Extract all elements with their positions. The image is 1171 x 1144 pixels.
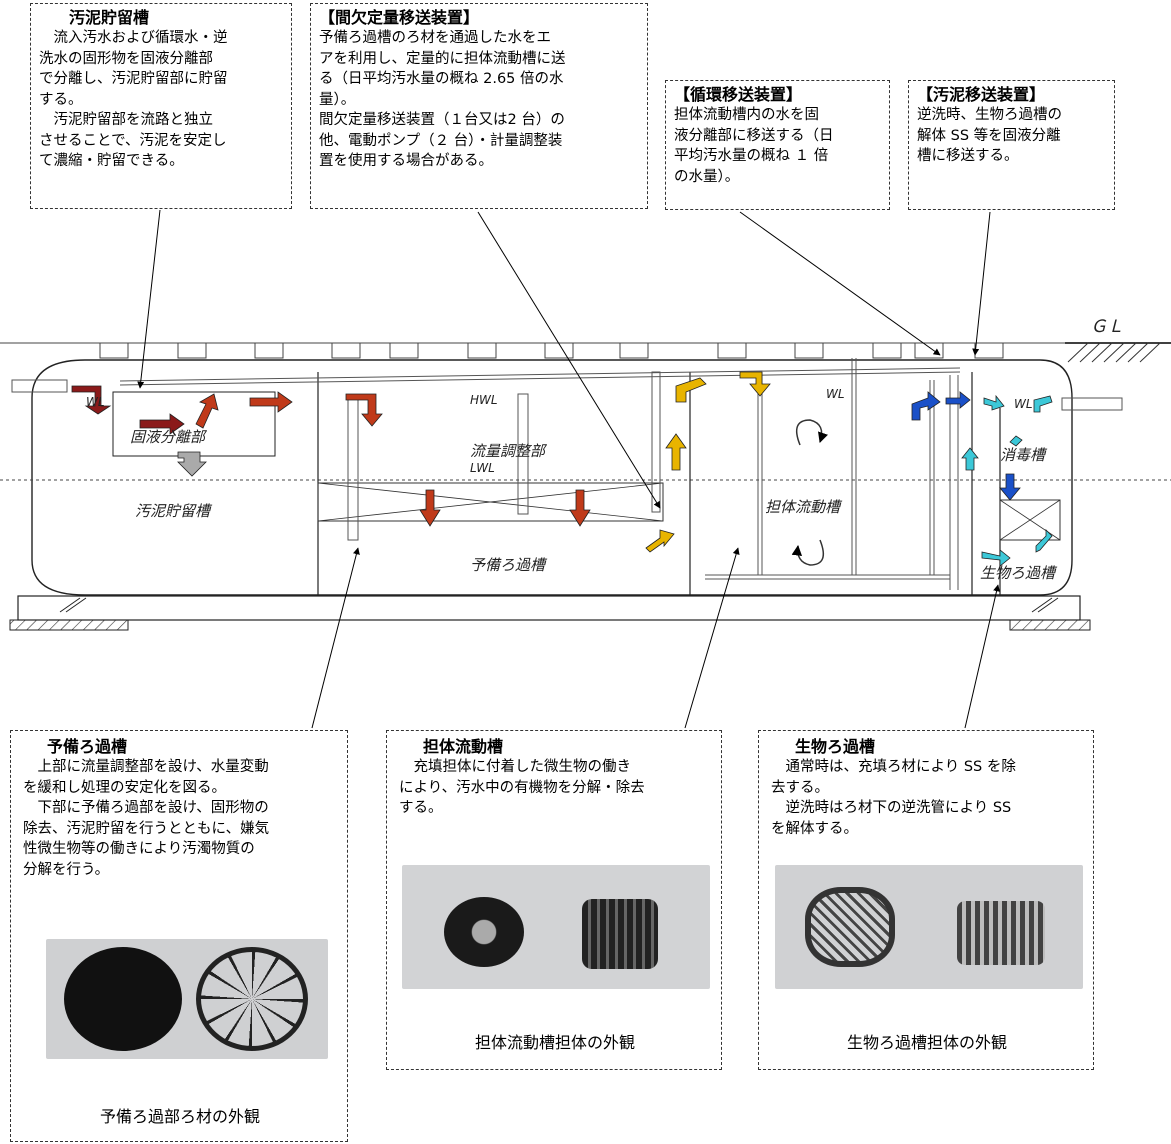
callout-body: 上部に流量調整部を設け、水量変動 を緩和し処理の安定化を図る。 下部に予備ろ過部… bbox=[23, 759, 270, 878]
circulation-transfer-callout: 【循環移送装置】 担体流動槽内の水を固 液分離部に移送する（日 平均汚水量の概ね… bbox=[665, 80, 890, 210]
callout-title: 【循環移送装置】 bbox=[674, 85, 803, 104]
carrier-media-photo bbox=[402, 865, 710, 989]
callout-body: 逆洗時、生物ろ過槽の 解体 SS 等を固液分離 槽に移送する。 bbox=[917, 107, 1062, 164]
intermittent-transfer-callout: 【間欠定量移送装置】 予備ろ過槽のろ材を通過した水をエ アを利用し、定量的に担体… bbox=[310, 3, 648, 209]
callout-title: 生物ろ過槽 bbox=[795, 737, 876, 756]
bio-filter-callout: 生物ろ過槽 通常時は、充填ろ材により SS を除 去する。 逆洗時はろ材下の逆洗… bbox=[758, 730, 1094, 1070]
callout-title: 【間欠定量移送装置】 bbox=[319, 8, 480, 27]
callout-body: 担体流動槽内の水を固 液分離部に移送する（日 平均汚水量の概ね １ 倍 の水量）… bbox=[674, 107, 834, 185]
wl-label-inlet: WL bbox=[86, 395, 105, 409]
disinfection-label: 消毒槽 bbox=[1000, 446, 1048, 464]
tank-outline bbox=[31, 359, 1073, 596]
prefilter-media-photo bbox=[46, 939, 328, 1059]
callout-title: 担体流動槽 bbox=[423, 737, 504, 756]
bio-filter-media-photo bbox=[775, 865, 1083, 989]
lwl-label: LWL bbox=[470, 461, 495, 475]
photo-caption: 担体流動槽担体の外観 bbox=[474, 1033, 635, 1052]
separation-label: 固液分離部 bbox=[130, 428, 208, 446]
sludge-transfer-callout: 【汚泥移送装置】 逆洗時、生物ろ過槽の 解体 SS 等を固液分離 槽に移送する。 bbox=[908, 80, 1115, 210]
flow-adjust-label: 流量調整部 bbox=[470, 442, 548, 460]
sludge-storage-callout: 汚泥貯留槽 流入汚水および循環水・逆 洗水の固形物を固液分離部 で分離し、汚泥貯… bbox=[30, 3, 292, 209]
callout-body: 予備ろ過槽のろ材を通過した水をエ アを利用し、定量的に担体流動槽に送 る（日平均… bbox=[319, 30, 566, 169]
photo-caption: 生物ろ過槽担体の外観 bbox=[846, 1033, 1007, 1052]
prefilter-callout: 予備ろ過槽 上部に流量調整部を設け、水量変動 を緩和し処理の安定化を図る。 下部… bbox=[10, 730, 348, 1142]
callout-title: 予備ろ過槽 bbox=[47, 737, 128, 756]
gl-label: ＧＬ bbox=[1090, 317, 1124, 337]
callout-title: 【汚泥移送装置】 bbox=[917, 85, 1046, 104]
sludge-tank-label: 汚泥貯留槽 bbox=[135, 502, 213, 520]
callout-body: 流入汚水および循環水・逆 洗水の固形物を固液分離部 で分離し、汚泥貯留部に貯留 … bbox=[39, 30, 228, 169]
photo-caption: 予備ろ過部ろ材の外観 bbox=[99, 1107, 260, 1126]
hwl-label: HWL bbox=[470, 393, 498, 407]
carrier-fluid-callout: 担体流動槽 充填担体に付着した微生物の働き により、汚水中の有機物を分解・除去 … bbox=[386, 730, 722, 1070]
callout-body: 充填担体に付着した微生物の働き により、汚水中の有機物を分解・除去 する。 bbox=[399, 759, 645, 816]
wl-label-outlet: WL bbox=[1014, 397, 1033, 411]
carrier-tank-label: 担体流動槽 bbox=[765, 498, 843, 516]
prefilter-tank-label: 予備ろ過槽 bbox=[470, 556, 548, 574]
bio-filter-tank-label: 生物ろ過槽 bbox=[980, 564, 1058, 582]
wl-label-carrier: WL bbox=[826, 387, 845, 401]
base-slab bbox=[17, 595, 1081, 621]
callout-title: 汚泥貯留槽 bbox=[69, 8, 150, 27]
callout-body: 通常時は、充填ろ材により SS を除 去する。 逆洗時はろ材下の逆洗管により S… bbox=[771, 759, 1016, 837]
